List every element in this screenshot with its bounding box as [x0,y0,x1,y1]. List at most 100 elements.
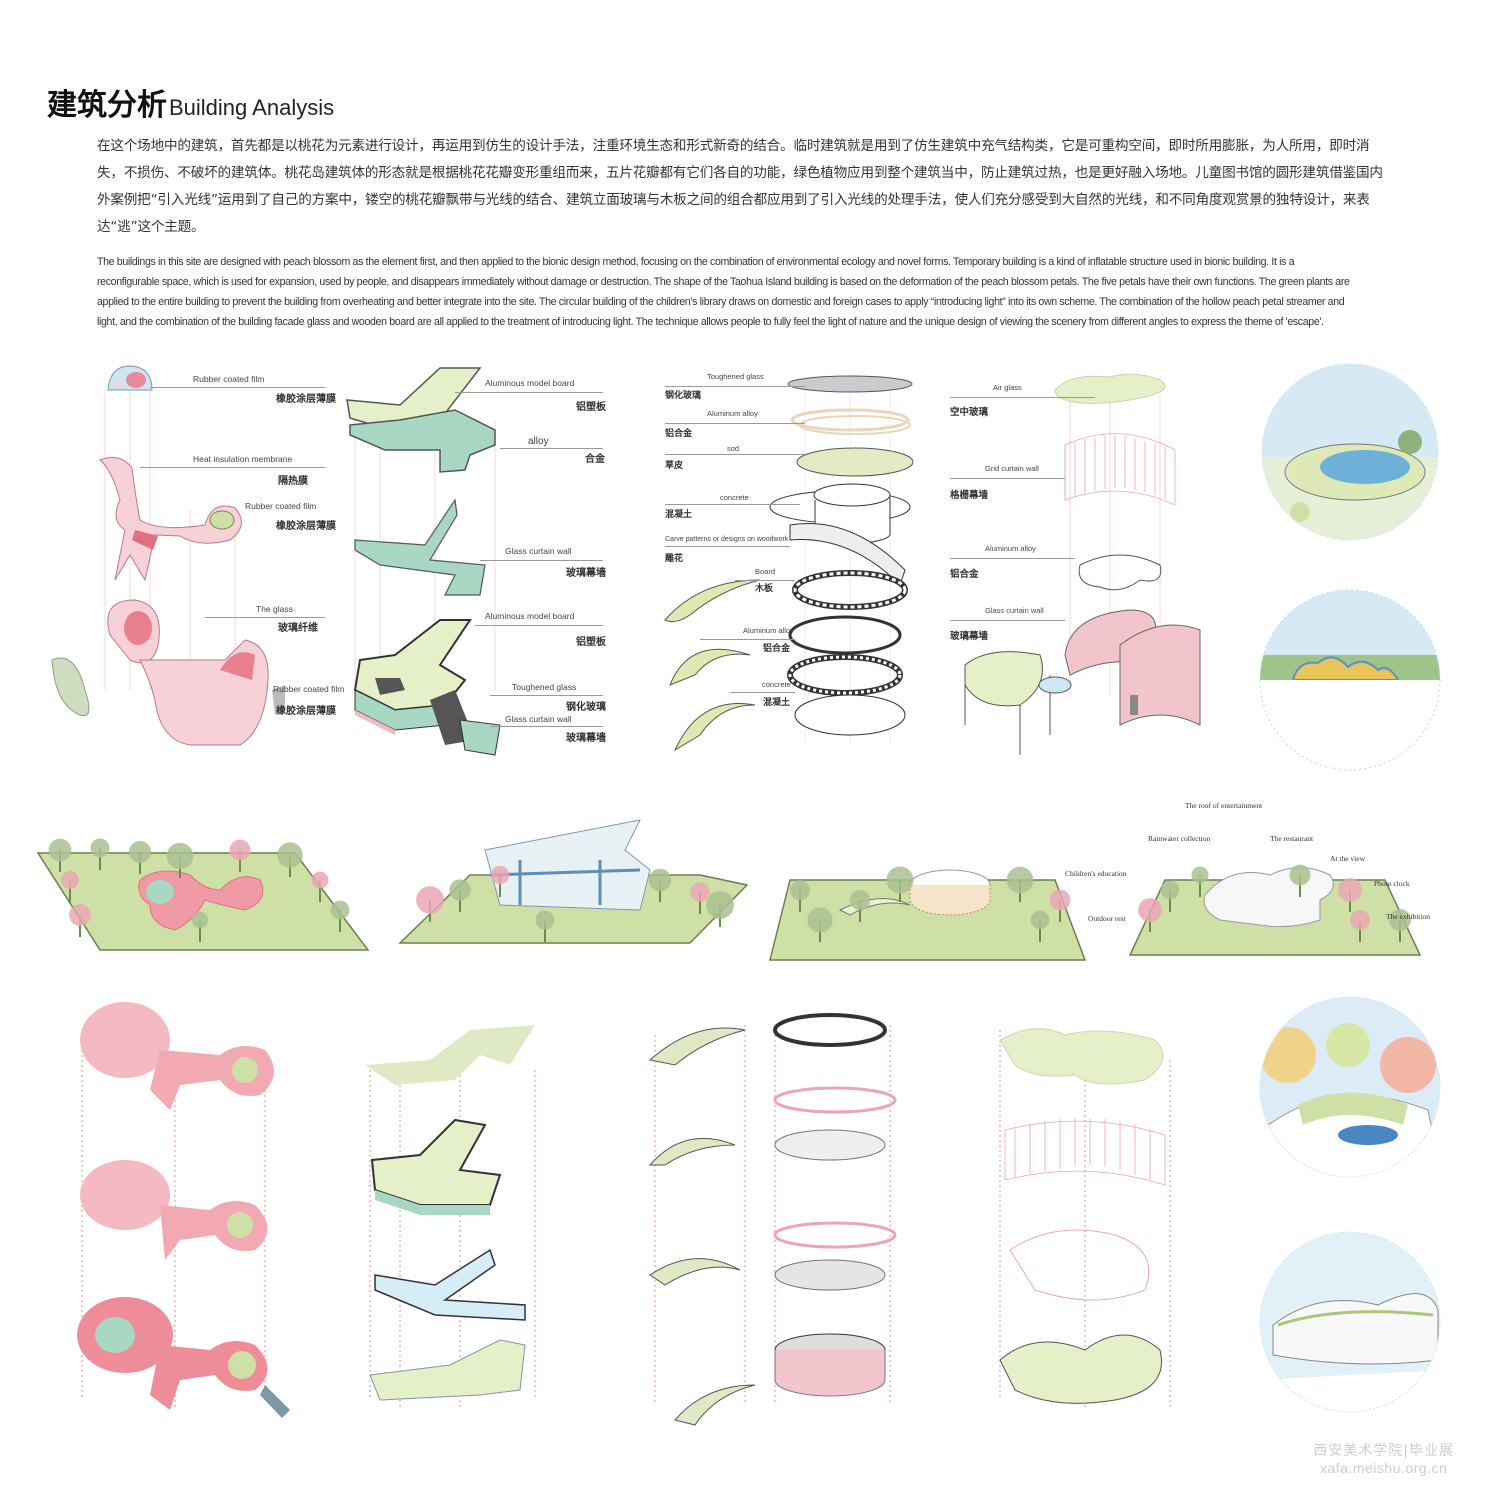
tree-icon [1006,866,1034,902]
leader-line [455,392,603,393]
site-plans [36,819,1422,961]
material-label-cn: 玻璃幕墙 [566,568,606,579]
site-label: Outdoor rest [1088,914,1126,923]
leader-line [665,454,805,455]
material-label-en: Aluminous model board [485,611,575,621]
site-label: Rainwater collection [1148,834,1211,843]
tree-icon [535,910,555,942]
leader-line [490,695,603,696]
tree-icon [706,891,734,927]
leader-line [140,467,325,468]
material-label-en: Air glass [993,383,1022,392]
material-label-en: Toughened glass [512,682,577,692]
material-label-en: alloy [528,436,549,447]
material-label-cn: 橡胶涂层薄膜 [276,706,336,717]
material-label-en: Aluminum alloy [707,409,758,418]
material-label-cn: 玻璃幕墙 [566,733,606,744]
leader-line [665,423,805,424]
stacked-diagram-peach-island [365,1025,536,1410]
site-label: The roof of entertainment [1185,801,1263,810]
material-label-en: Toughened glass [707,372,764,381]
material-label-en: Glass curtain wall [505,714,572,724]
render-circle-forest [1259,996,1441,1178]
material-label-en: Board [755,567,776,576]
tree-icon [807,907,833,942]
material-label-cn: 隔热膜 [278,476,308,487]
site-label: Children's education [1065,869,1127,878]
material-label-en: sod [727,444,740,453]
site-label: The restaurant [1270,834,1314,843]
watermark-url: xafa.meishu.org.cn [1319,1460,1448,1476]
tree-icon [1049,889,1071,922]
material-label-cn: 混凝土 [665,510,693,520]
tree-icon [61,871,79,902]
material-label-cn: 铝合金 [665,429,693,439]
title-en: Building Analysis [169,95,335,120]
tree-icon [69,904,91,937]
material-label-cn: 空中玻璃 [950,407,989,418]
stacked-diagram-library [648,1013,897,1426]
material-label-cn: 雕花 [665,554,684,564]
tree-icon [790,880,810,912]
stacked-diagram-temporary [77,1002,290,1418]
exploded-diagram-inflatable [51,365,285,746]
tree-icon [1389,909,1411,942]
title-cn: 建筑分析 [47,88,167,123]
tree-icon [90,838,110,870]
tree-icon [311,871,329,902]
leader-line [205,617,325,618]
leader-line [500,448,603,449]
tree-icon [416,886,444,922]
tree-icon [229,839,251,872]
tree-icon [1191,866,1209,897]
material-label-cn: 铝塑板 [576,637,606,648]
render-circle-elevation [1259,589,1441,771]
tree-icon [128,840,152,874]
material-label-cn: 铝合金 [950,569,979,580]
material-label-cn: 格栅幕墙 [950,490,989,501]
material-label-cn: 混凝土 [763,698,791,708]
tree-icon [330,900,350,932]
trees [48,838,1411,942]
material-label-en: Aluminum alloy [985,544,1036,553]
tree-icon [277,842,303,877]
material-label-en: concrete [720,493,749,502]
leader-line [475,625,603,626]
page-title: 建筑分析Building Analysis [47,80,334,124]
material-label-cn: 草皮 [665,461,684,471]
material-label-cn: 橡胶涂层薄膜 [276,521,336,532]
tree-icon [490,865,510,897]
leader-line [950,478,1065,479]
material-label-en: Grid curtain wall [985,464,1039,473]
material-label-en: Glass curtain wall [505,546,572,556]
tree-icon [1338,878,1362,912]
material-label-cn: 钢化玻璃 [665,391,702,401]
tree-icon [1289,864,1311,897]
leader-line [950,558,1075,559]
leader-line [480,560,603,561]
material-label-cn: 玻璃纤维 [278,623,318,634]
tree-icon [166,842,194,878]
material-label-cn: 橡胶涂层薄膜 [276,394,336,405]
tree-icon [648,868,672,902]
leader-line [665,546,790,547]
watermark: 西安美术学院|毕业展 xafa.meishu.org.cn [1313,1440,1454,1476]
tree-icon [48,838,72,872]
leader-line [730,692,795,693]
leader-line [665,504,800,505]
material-label-en: Aluminous model board [485,378,575,388]
material-label-en: Rubber coated film [193,374,265,384]
material-label-en: The glass [256,604,293,614]
site-label: Photo clock [1374,879,1410,888]
watermark-school: 西安美术学院|毕业展 [1313,1443,1454,1459]
material-label-cn: 玻璃幕墙 [950,631,989,642]
leader-line [700,639,795,640]
leader-line [950,620,1065,621]
material-label-en: Rubber coated film [245,501,317,511]
tree-icon [886,866,914,902]
material-label-cn: 铝塑板 [576,402,606,413]
material-label-en: Glass curtain wall [985,606,1044,615]
stacked-diagram-pavilion [999,1028,1171,1410]
leader-line [950,397,1095,398]
material-label-cn: 木板 [755,584,774,594]
